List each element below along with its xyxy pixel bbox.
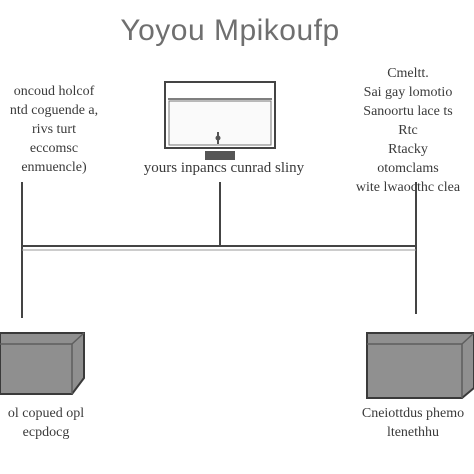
left-bottom-text: ol copued opl ecpdocg xyxy=(0,404,96,442)
right-bottom-text: Cneiottdus phemo ltenethhu xyxy=(352,404,474,442)
right-bottom-line: ltenethhu xyxy=(386,425,440,440)
left-top-line: eccomsc xyxy=(29,141,79,156)
left-top-text: oncoud holcof ntd coguende a, rivs turt … xyxy=(0,82,114,177)
right-top-line: Rtacky xyxy=(388,142,428,157)
left-device-icon xyxy=(0,332,85,395)
right-top-text: Cmeltt. Sai gay lomotio Sanoortu lace ts… xyxy=(342,64,474,197)
monitor-icon xyxy=(164,81,276,160)
left-top-line: oncoud holcof xyxy=(13,84,95,99)
right-bottom-line: Cneiottdus phemo xyxy=(361,406,465,421)
monitor-caption: yours inpancs cunrad sliny xyxy=(143,160,305,176)
right-top-line: Sanoortu lace ts xyxy=(363,104,453,119)
diagram-title: Yoyou Mpikoufp xyxy=(120,14,340,47)
right-top-line: Cmeltt. xyxy=(387,66,429,81)
right-top-line: Sai gay lomotio xyxy=(363,85,453,100)
left-top-line: rivs turt xyxy=(32,122,76,137)
left-top-line: enmuencle) xyxy=(21,160,87,175)
right-device-icon xyxy=(366,332,474,399)
right-top-line: wite lwaocthc clea xyxy=(355,180,461,195)
bus-line xyxy=(22,245,416,251)
right-top-line: Rtc xyxy=(398,123,418,138)
left-top-line: ntd coguende a, xyxy=(9,103,99,118)
right-top-line: otomclams xyxy=(377,161,439,176)
left-bottom-line: ol copued opl xyxy=(7,406,85,421)
left-bottom-line: ecpdocg xyxy=(22,425,70,440)
